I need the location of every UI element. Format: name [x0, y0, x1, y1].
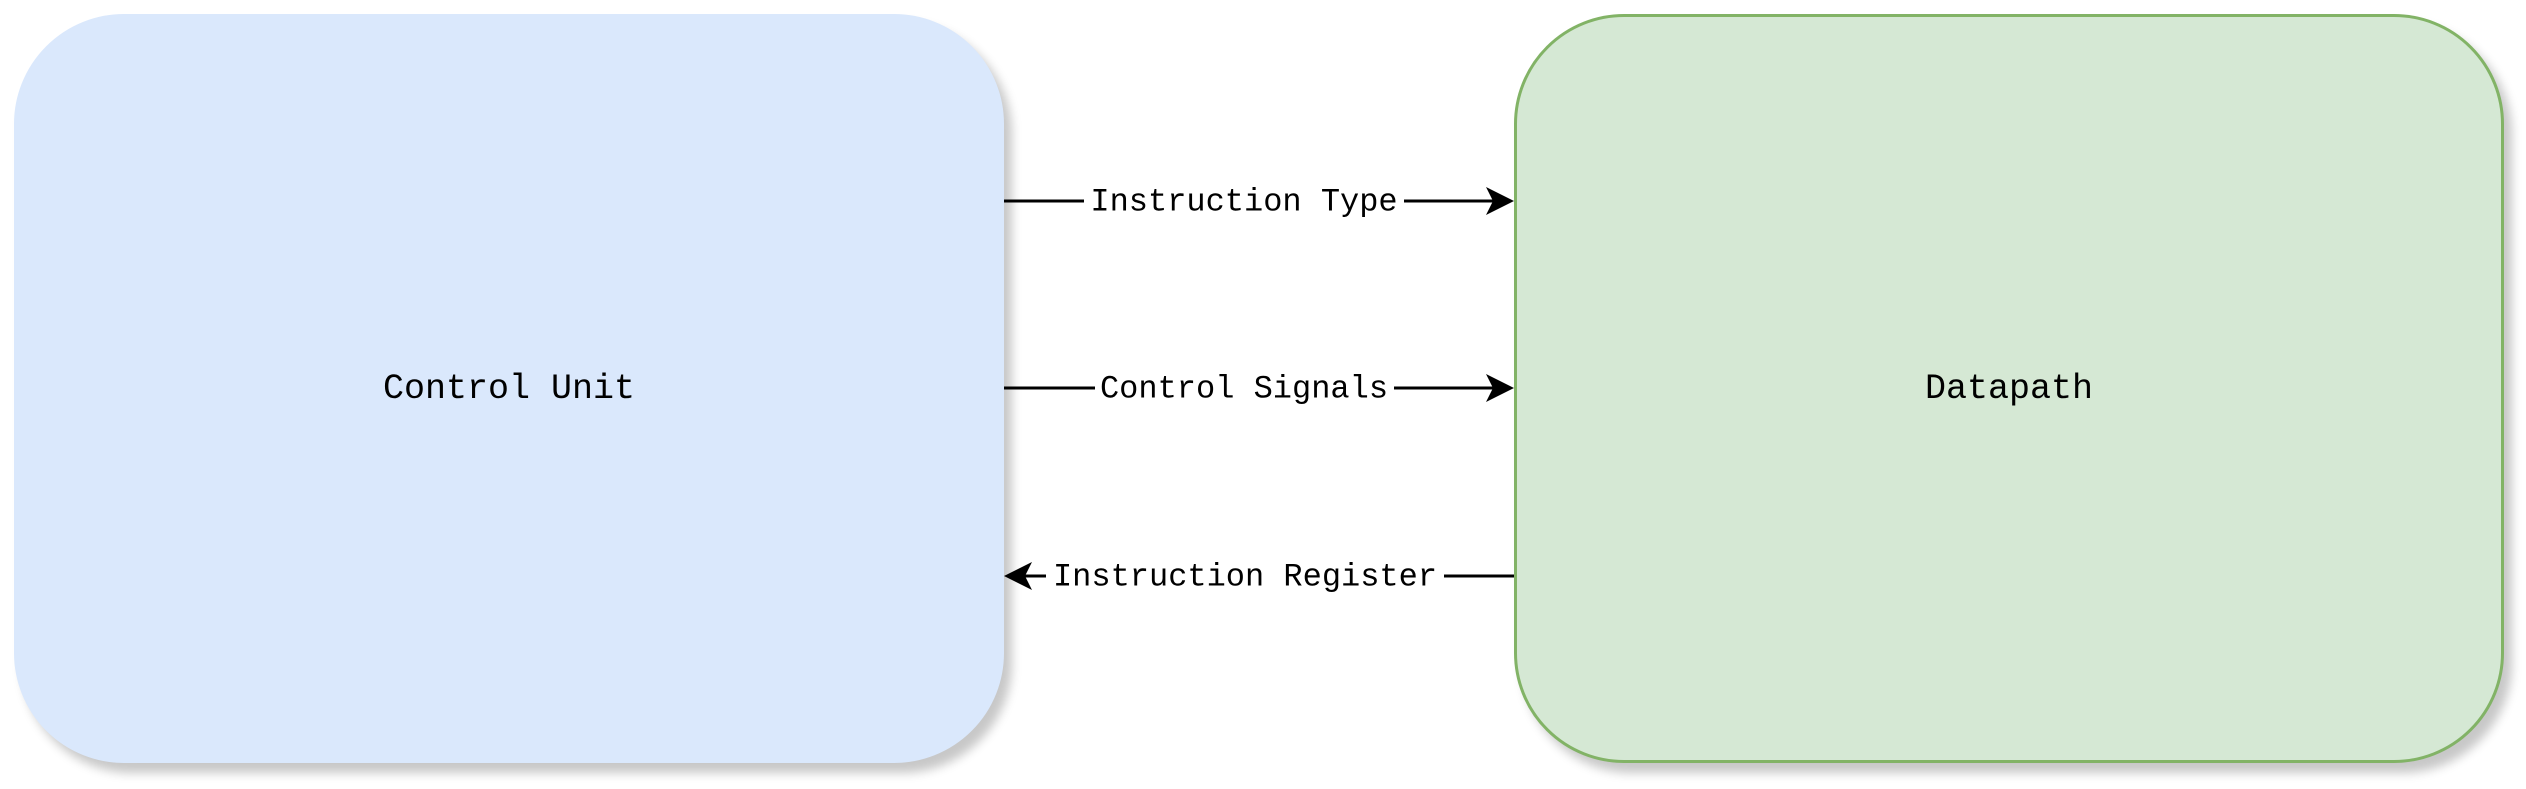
control-unit-node: Control Unit: [14, 14, 1004, 763]
datapath-node: Datapath: [1514, 14, 2504, 763]
arrowhead-left-icon: [1004, 562, 1032, 590]
edge-instruction-type-label: Instruction Type: [1090, 183, 1397, 220]
edge-control-signals-label: Control Signals: [1100, 370, 1388, 407]
edge-instruction-register-label: Instruction Register: [1053, 558, 1437, 595]
edge-instruction-type: Instruction Type: [1004, 183, 1514, 220]
control-unit-label: Control Unit: [382, 368, 636, 409]
edge-control-signals: Control Signals: [1004, 370, 1514, 407]
datapath-label: Datapath: [1924, 368, 2094, 409]
arrowhead-right-icon: [1486, 187, 1514, 215]
arrowhead-right-icon: [1486, 374, 1514, 402]
edge-instruction-register: Instruction Register: [1004, 558, 1514, 595]
